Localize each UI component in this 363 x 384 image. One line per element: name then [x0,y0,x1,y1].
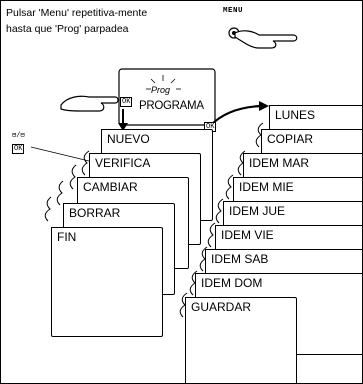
program-menu-label: GUARDAR [191,300,252,314]
main-menu-card-fin: FIN [51,227,163,337]
program-menu-label: IDEM MAR [249,156,309,170]
program-menu-label: COPIAR [267,132,314,146]
program-menu-label: IDEM SAB [211,252,269,266]
hand-left-icon [60,95,119,112]
program-menu-label: IDEM VIE [221,228,274,242]
main-menu-label: BORRAR [69,206,121,220]
main-menu-label: FIN [57,230,77,244]
display-unit [118,68,216,126]
ok-key-3: OK [12,144,25,154]
program-card-guardar: GUARDAR [185,297,297,383]
instruction-text: Pulsar 'Menu' repetitiva-mente hasta que… [6,7,148,35]
escape-key-label: ⊟/⊟ [12,132,25,140]
program-menu-label: IDEM DOM [201,276,263,290]
ok-key-1: OK [120,97,133,107]
program-menu-label: LUNES [275,108,316,122]
main-menu-label: VERIFICA [95,156,151,170]
blink-icon [146,75,181,90]
program-menu-label: IDEM MIE [239,180,294,194]
main-menu-label: NUEVO [107,132,150,146]
program-menu-label: IDEM JUE [229,204,286,218]
programa-title: PROGRAMA [139,100,204,112]
main-menu-label: CAMBIAR [83,180,138,194]
menu-button-label: MENU [223,7,244,15]
blink-prog-text: Prog [151,85,171,95]
hand-icon [234,30,298,49]
